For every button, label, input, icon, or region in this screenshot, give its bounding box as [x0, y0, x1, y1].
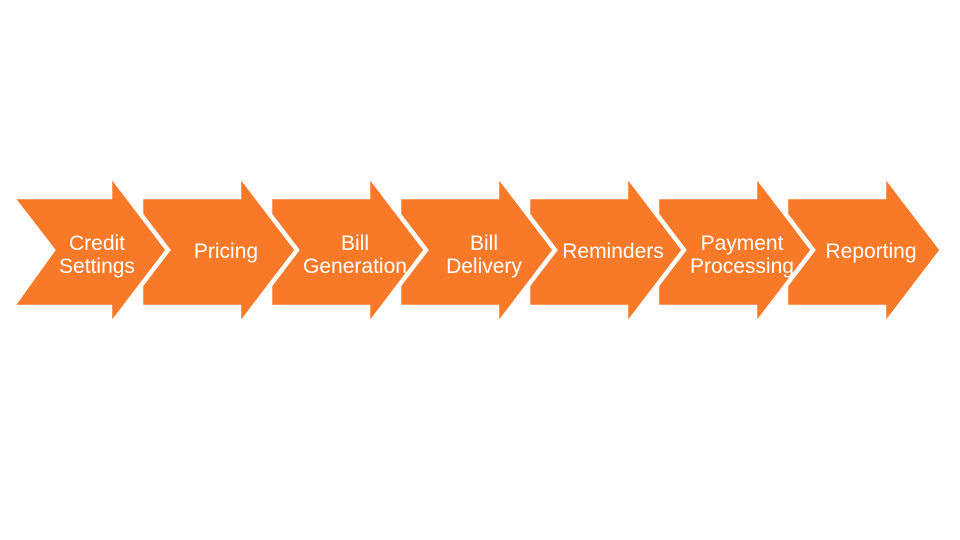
step-label-line-1: Bill	[341, 232, 369, 255]
chevron-arrow	[267, 167, 429, 333]
chevron-arrow	[783, 167, 945, 333]
step-label-line-2: Generation	[303, 255, 407, 278]
process-step-bill-generation: Bill Generation	[267, 167, 429, 333]
step-label: Pricing	[194, 240, 258, 263]
chevron-arrow	[396, 167, 558, 333]
chevron-arrow	[525, 167, 687, 333]
step-label: Reminders	[562, 240, 664, 263]
process-step-pricing: Pricing	[138, 167, 300, 333]
step-label-line-1: Credit	[69, 232, 125, 255]
step-label-line-2: Settings	[59, 255, 135, 278]
process-step-reminders: Reminders	[525, 167, 687, 333]
chevron-arrow	[7, 167, 171, 333]
step-label-line-1: Bill	[470, 232, 498, 255]
step-label-line-1: Payment	[701, 232, 784, 255]
chevron-arrow	[654, 167, 816, 333]
process-step-payment-processing: Payment Processing	[654, 167, 816, 333]
process-step-credit-settings: Credit Settings	[7, 167, 171, 333]
step-label-line-2: Delivery	[446, 255, 522, 278]
chevron-arrow	[138, 167, 300, 333]
step-label: Reporting	[825, 240, 916, 263]
process-step-bill-delivery: Bill Delivery	[396, 167, 558, 333]
step-label-line-2: Processing	[690, 255, 794, 278]
process-step-reporting: Reporting	[783, 167, 945, 333]
